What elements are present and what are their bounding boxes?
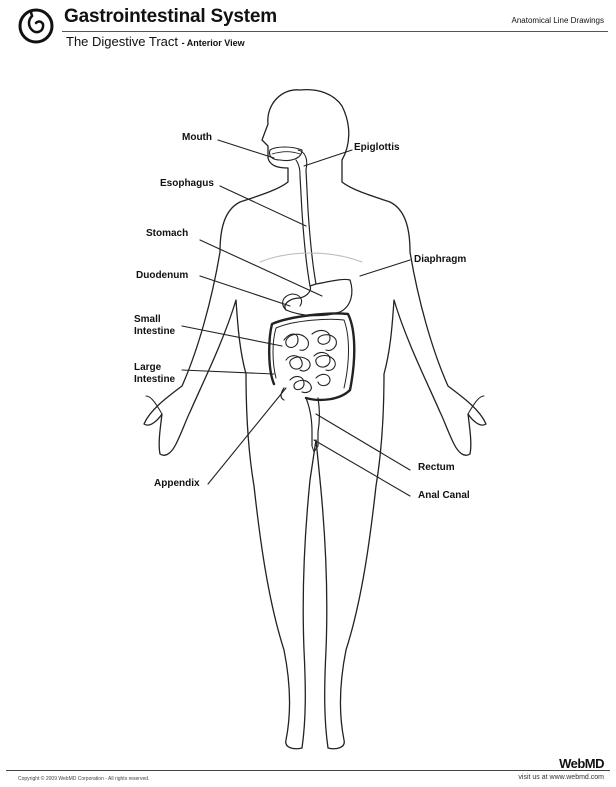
- webmd-logo: WebMD: [559, 756, 604, 771]
- label-duodenum: Duodenum: [136, 270, 188, 282]
- copyright-text: Copyright © 2009 WebMD Corporation - All…: [18, 776, 149, 782]
- label-esophagus: Esophagus: [160, 178, 214, 190]
- label-small-intestine: Small Intestine: [134, 314, 194, 338]
- label-epiglottis: Epiglottis: [354, 142, 400, 154]
- label-appendix: Appendix: [154, 478, 200, 490]
- label-anal-canal: Anal Canal: [418, 490, 470, 502]
- label-rectum: Rectum: [418, 462, 455, 474]
- label-large-intestine: Large Intestine: [134, 362, 194, 386]
- label-diaphragm: Diaphragm: [414, 254, 466, 266]
- label-mouth: Mouth: [182, 132, 212, 144]
- website-link[interactable]: visit us at www.webmd.com: [518, 774, 604, 781]
- label-stomach: Stomach: [146, 228, 188, 240]
- footer-divider: [6, 770, 610, 771]
